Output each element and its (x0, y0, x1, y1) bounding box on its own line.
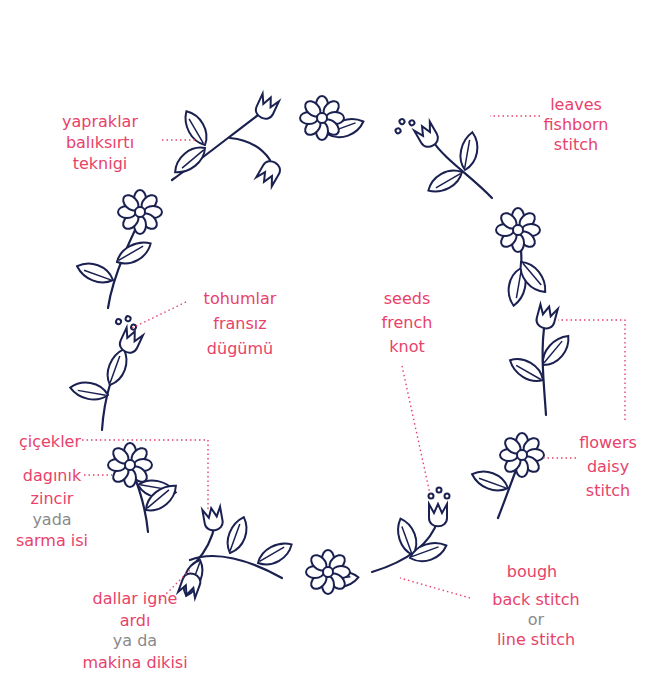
stitch-label: back stitch (476, 589, 596, 610)
stitch-label: çiçekler (5, 431, 95, 452)
stitch-label: tohumlar fransız dügümü (190, 286, 290, 361)
stitch-label: bough (492, 561, 572, 582)
stitch-label: dallar igne ardı (92, 588, 178, 632)
stitch-label: line stitch (476, 629, 596, 650)
stitch-label: dagınık zincir (12, 464, 92, 510)
stitch-label: makina dikisi (65, 652, 205, 673)
stitch-label: ya da (95, 632, 175, 649)
stitch-label: or (516, 609, 556, 630)
stitch-label: yapraklar balıksırtı teknigi (50, 111, 150, 174)
stitch-label: flowers daisy stitch (568, 431, 648, 503)
stitch-label: yada (12, 509, 92, 530)
stitch-label: sarma isi (7, 530, 97, 551)
stitch-label: leaves fishborn stitch (531, 95, 621, 155)
stitch-label: seeds french knot (367, 287, 447, 359)
